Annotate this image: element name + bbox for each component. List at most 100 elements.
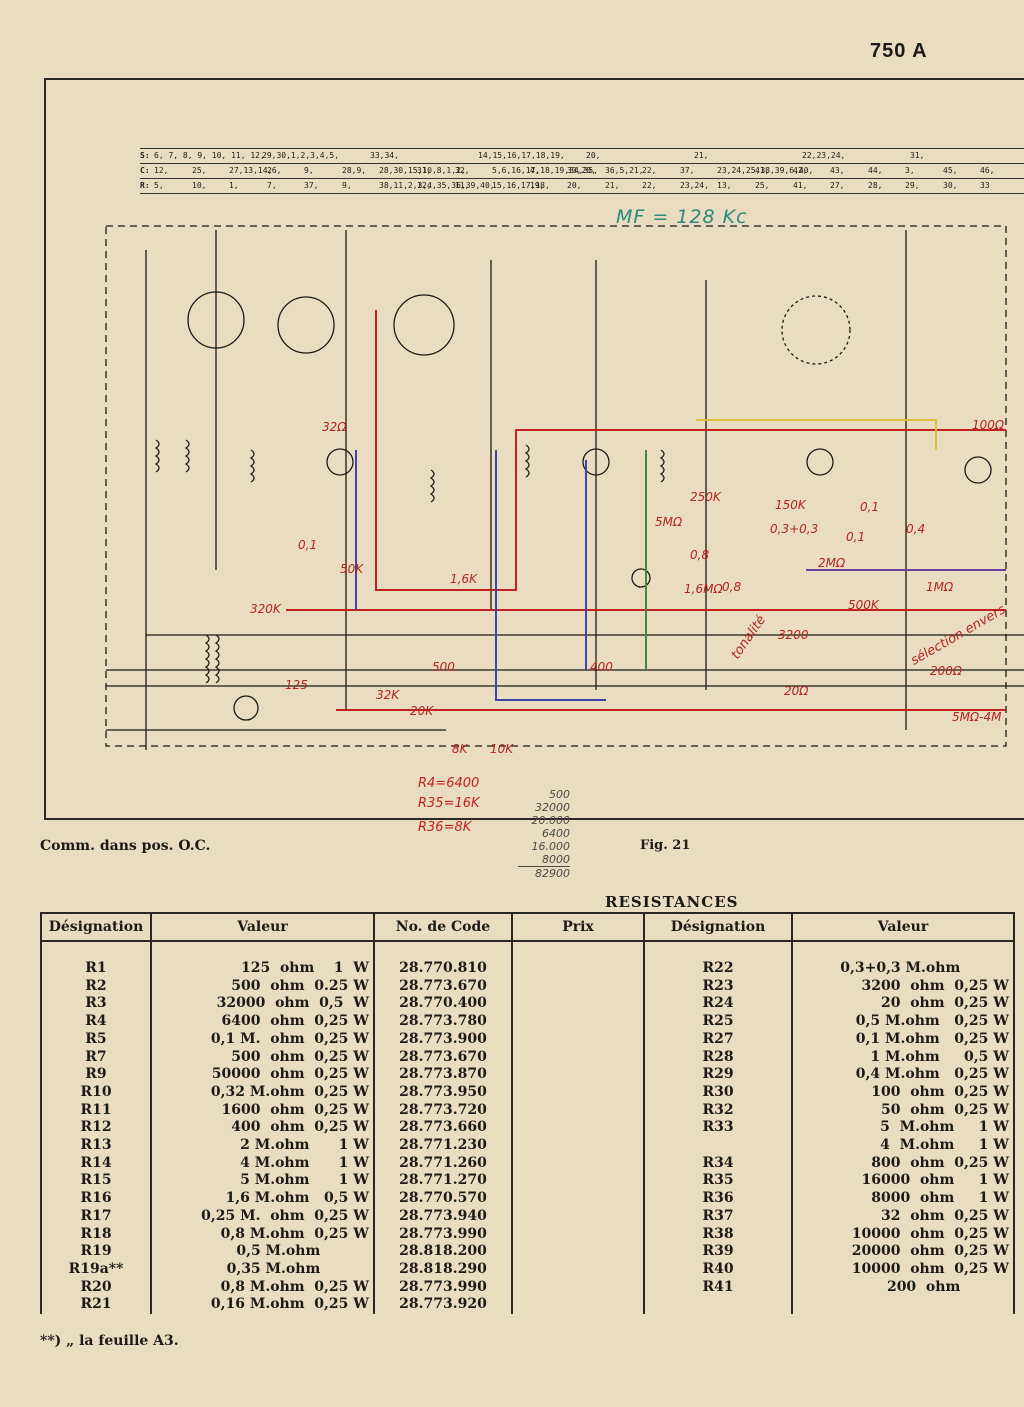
resistor-value-annotation: 0,1 <box>846 530 866 544</box>
resistor-designation: R11 <box>40 1101 152 1120</box>
resistor-value: 0,4 M.ohm 0,25 W <box>791 1066 1015 1084</box>
resistor-designation: R39 <box>643 1243 793 1261</box>
resistor-value-annotation: 500 <box>432 660 455 674</box>
resistor-price <box>511 1172 645 1191</box>
resistor-price <box>511 995 645 1014</box>
resistor-code: 28.771.270 <box>373 1172 513 1191</box>
switch-contact-value: 41, <box>793 181 808 190</box>
switch-contact-value: 14,15,16,17,18,19, <box>478 151 565 160</box>
sum-line: 32000 <box>535 801 570 814</box>
resistor-value: 0,32 M.ohm 0,25 W <box>150 1083 375 1102</box>
resistor-price <box>511 1013 645 1031</box>
resistor-designation: R34 <box>643 1154 793 1173</box>
resistor-value: 500 ohm 0.25 W <box>150 977 375 996</box>
handwritten-r4: R4=6400 <box>418 776 480 791</box>
resistor-designation: R38 <box>643 1225 793 1244</box>
resistor-value: 10000 ohm 0,25 W <box>791 1260 1015 1279</box>
resistor-price <box>511 1119 645 1138</box>
resistor-code: 28.773.660 <box>373 1119 513 1138</box>
switch-contact-value: 42, <box>793 166 808 175</box>
resistor-value-annotation: 150K <box>775 498 806 512</box>
switch-row-s: S: 6, 7, 8, 9, 10, 11, 12,29,30,1,2,3,4,… <box>140 148 1024 163</box>
resistor-value-annotation: 50K <box>340 562 364 576</box>
switch-contact-value: 7, <box>267 181 277 190</box>
resistor-value: 4 M.ohm 1 W <box>791 1137 1015 1155</box>
switch-contact-value: 9, <box>342 181 352 190</box>
switch-contact-value: 28,30,15,10,8,1,2, <box>379 166 466 175</box>
resistor-value-annotation: 1,6K <box>450 572 477 586</box>
switch-contact-value: 15,16,17,18, <box>492 181 550 190</box>
resistor-value-annotation: 3200 <box>778 628 809 642</box>
header-designation: Désignation <box>40 912 152 942</box>
switch-contact-value: 27, <box>830 181 845 190</box>
switch-contact-value: 21, <box>694 151 709 160</box>
resistor-price <box>511 1296 645 1315</box>
switch-row-label: C: <box>140 166 150 175</box>
handwritten-r36: R36=8K <box>418 820 472 835</box>
resistor-value: 20 ohm 0,25 W <box>791 995 1015 1014</box>
resistor-value-annotation: 250K <box>690 490 721 504</box>
resistor-designation: R23 <box>643 977 793 996</box>
resistor-code: 28.773.920 <box>373 1296 513 1315</box>
resistor-designation: R17 <box>40 1207 152 1226</box>
resistor-price <box>511 960 645 978</box>
resistor-value-annotation: 0,8 <box>722 580 742 594</box>
switch-contact-value: 3, <box>905 166 915 175</box>
resistor-designation: R33 <box>643 1119 793 1138</box>
switch-contact-value: 33,20, <box>567 166 596 175</box>
resistor-code: 28.771.230 <box>373 1137 513 1155</box>
header-designation-2: Désignation <box>643 912 793 942</box>
resistor-price <box>511 1225 645 1244</box>
switch-contact-value: 33 <box>980 181 990 190</box>
resistor-price <box>511 1260 645 1279</box>
resistor-value: 200 ohm <box>791 1278 1015 1297</box>
switch-contact-value: 26, <box>267 166 282 175</box>
switch-contact-value: 45, <box>943 166 958 175</box>
switch-contact-value: 37, <box>680 166 695 175</box>
resistor-value: 0,3+0,3 M.ohm <box>791 960 1015 978</box>
resistor-value-annotation: 2MΩ <box>818 556 846 570</box>
resistor-value: 0,35 M.ohm <box>150 1260 375 1279</box>
switch-contact-value: 43, <box>830 166 845 175</box>
switch-contact-table: S: 6, 7, 8, 9, 10, 11, 12,29,30,1,2,3,4,… <box>140 148 1024 194</box>
resistor-value-annotation: 20Ω <box>784 684 809 698</box>
resistor-designation: R21 <box>40 1296 152 1315</box>
resistor-value-annotation: 500K <box>848 598 879 612</box>
resistor-designation: R7 <box>40 1048 152 1067</box>
page-number: 750 A <box>870 40 928 62</box>
resistor-value: 32 ohm 0,25 W <box>791 1207 1015 1226</box>
resistor-designation <box>643 1137 793 1155</box>
switch-contact-value: 1, <box>229 181 239 190</box>
resistor-price <box>511 1278 645 1297</box>
resistor-value: 0,8 M.ohm 0,25 W <box>150 1278 375 1297</box>
switch-contact-value: 11, <box>455 181 470 190</box>
resistor-value-annotation: 125 <box>285 678 308 692</box>
resistor-code: 28.818.290 <box>373 1260 513 1279</box>
header-prix: Prix <box>511 912 645 942</box>
resistor-designation: R28 <box>643 1048 793 1067</box>
switch-contact-value: 4, <box>530 166 540 175</box>
switch-row-c: C: 12,25,27,13,14,26,9,28,9,28,30,15,10,… <box>140 163 1024 178</box>
switch-contact-value: 5,6,16,17,18,19,34,35, <box>492 166 598 175</box>
switch-contact-value: 13, <box>717 181 732 190</box>
resistor-designation: R41 <box>643 1278 793 1297</box>
resistor-value: 400 ohm 0,25 W <box>150 1119 375 1138</box>
resistor-designation: R30 <box>643 1083 793 1102</box>
resistor-code: 28.773.720 <box>373 1101 513 1120</box>
resistor-value: 50000 ohm 0,25 W <box>150 1066 375 1084</box>
resistor-value-annotation: 1,6MΩ <box>684 582 723 596</box>
switch-contact-value: 36,5,21, <box>605 166 644 175</box>
resistor-code: 28.773.780 <box>373 1013 513 1031</box>
handwritten-sum: 500 32000 20.000 6400 16.000 8000 82900 <box>518 788 570 880</box>
resistor-value: 5 M.ohm 1 W <box>150 1172 375 1191</box>
